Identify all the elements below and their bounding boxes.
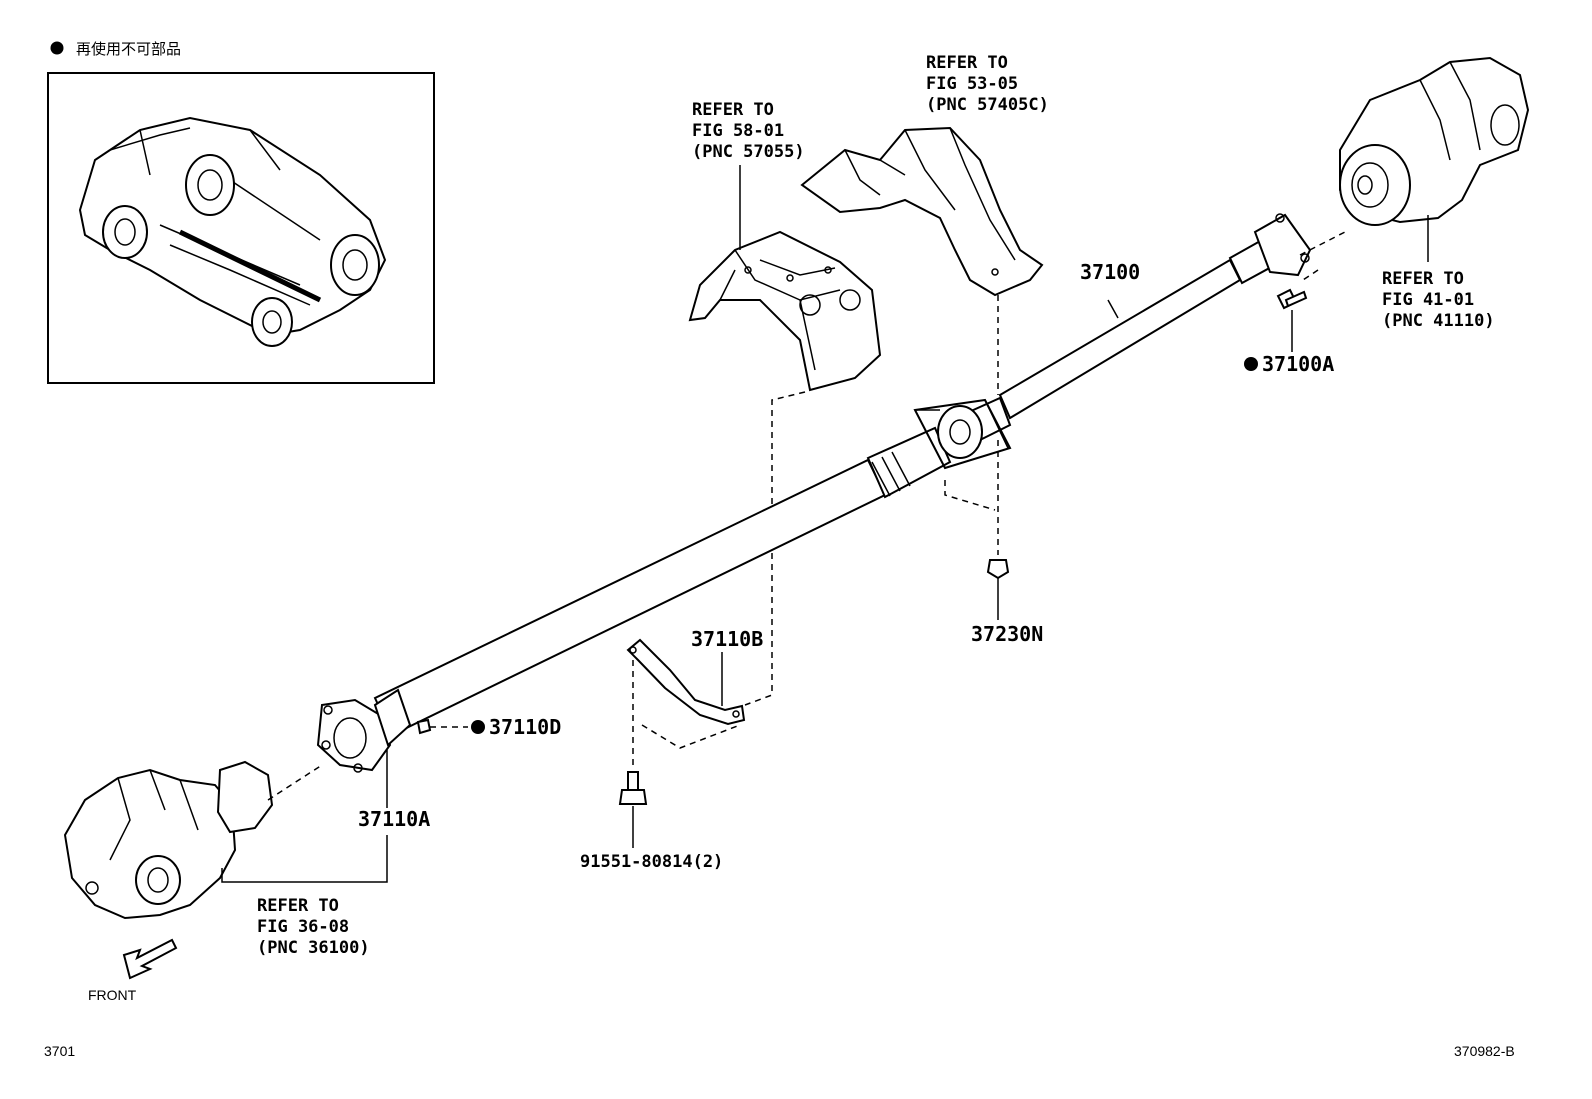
nut-37230n bbox=[986, 559, 1010, 598]
callout-37110d: 37110D bbox=[489, 715, 561, 739]
ref-line-2: FIG 41-01 bbox=[1382, 290, 1474, 310]
callout-37230n: 37230N bbox=[971, 622, 1043, 646]
bolt-37100a bbox=[1276, 288, 1308, 310]
ref-line-2: FIG 36-08 bbox=[257, 917, 349, 937]
heat-insulator-rear bbox=[800, 126, 1044, 297]
leader-transfer bbox=[221, 835, 388, 883]
callout-37100: 37100 bbox=[1080, 260, 1140, 284]
callout-37110b: 37110B bbox=[691, 627, 763, 651]
transfer-case bbox=[63, 760, 274, 920]
vehicle-underside-icon bbox=[78, 116, 387, 347]
callout-91551: 91551-80814(2) bbox=[580, 852, 723, 872]
front-label: FRONT bbox=[88, 987, 137, 1003]
dash-transfer bbox=[267, 764, 323, 801]
ref-line-1: REFER TO bbox=[926, 53, 1008, 73]
bolt-37110d bbox=[416, 718, 432, 735]
legend-text: 再使用不可部品 bbox=[76, 40, 181, 58]
ref-line-3: (PNC 41110) bbox=[1382, 311, 1495, 331]
rear-differential bbox=[1339, 56, 1530, 226]
ref-rear-differential: REFER TO FIG 41-01 (PNC 41110) bbox=[1382, 269, 1495, 331]
propeller-shaft bbox=[316, 213, 1312, 773]
ref-heat-insulator-rear: REFER TO FIG 53-05 (PNC 57405C) bbox=[926, 53, 1049, 115]
non-reusable-marker-icon bbox=[471, 720, 485, 734]
ref-line-2: FIG 58-01 bbox=[692, 121, 784, 141]
callout-37100a: 37100A bbox=[1262, 352, 1334, 376]
non-reusable-marker-icon bbox=[50, 41, 64, 55]
heat-insulator-center bbox=[688, 230, 882, 392]
ref-line-3: (PNC 36100) bbox=[257, 938, 370, 958]
ref-line-1: REFER TO bbox=[692, 100, 774, 120]
ref-line-2: FIG 53-05 bbox=[926, 74, 1018, 94]
dash-rear-bolt bbox=[1299, 269, 1319, 283]
ref-line-1: REFER TO bbox=[1382, 269, 1464, 289]
figure-id: 370982-B bbox=[1454, 1043, 1515, 1059]
dash-center-bearing bbox=[944, 480, 996, 511]
ref-line-3: (PNC 57055) bbox=[692, 142, 805, 162]
bolt-91551 bbox=[618, 771, 648, 805]
ref-line-1: REFER TO bbox=[257, 896, 339, 916]
legend: 再使用不可部品 bbox=[50, 40, 181, 58]
front-arrow-icon bbox=[122, 938, 178, 980]
leader-37100 bbox=[1107, 299, 1119, 319]
non-reusable-marker-icon bbox=[1244, 357, 1258, 371]
dash-rear-diff bbox=[1299, 231, 1346, 256]
callout-37110a: 37110A bbox=[358, 807, 430, 831]
ref-line-3: (PNC 57405C) bbox=[926, 95, 1049, 115]
vehicle-locator-inset bbox=[47, 72, 435, 384]
ref-transfer: REFER TO FIG 36-08 (PNC 36100) bbox=[257, 896, 370, 958]
ref-heat-insulator-center: REFER TO FIG 58-01 (PNC 57055) bbox=[692, 100, 805, 162]
page-code: 3701 bbox=[44, 1043, 75, 1059]
bracket-37110b bbox=[626, 638, 746, 726]
dash-bracket bbox=[641, 724, 741, 749]
